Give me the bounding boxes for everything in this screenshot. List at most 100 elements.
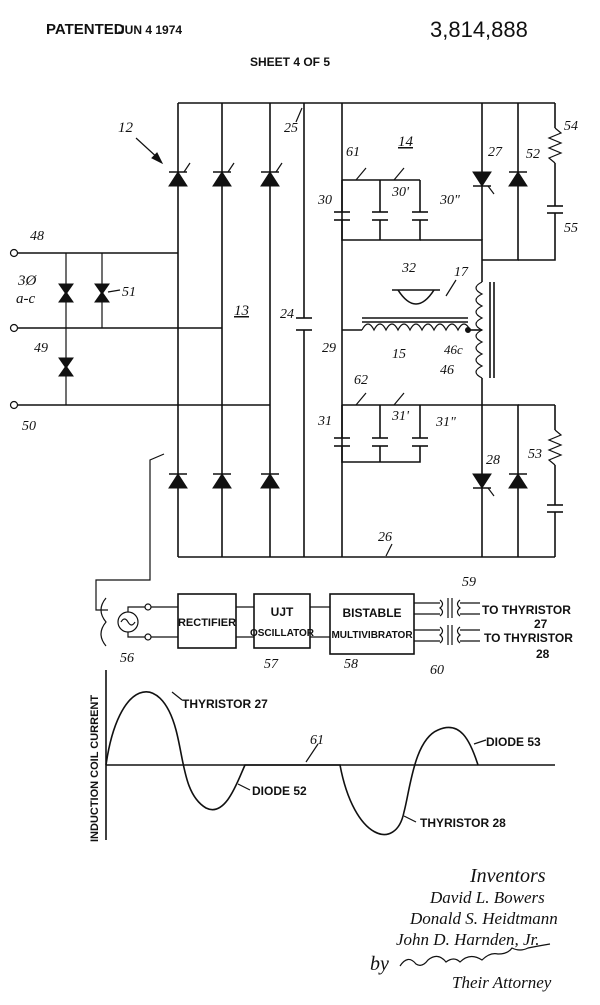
patented-stamp: PATENTED: [46, 21, 125, 38]
to-thyristor-28-number: 28: [536, 647, 550, 661]
coil-current-trace: [105, 691, 479, 836]
bridge-thyristor-upper-3: [260, 162, 283, 187]
induction-coil-15: [342, 317, 482, 332]
ref-51-leader: [107, 289, 121, 293]
by-label: by: [370, 953, 389, 975]
ref-55: 55: [564, 221, 578, 236]
ref-30-prime: 30': [391, 185, 410, 200]
diode-52: [508, 171, 528, 187]
capacitor-bank-upper: [334, 167, 483, 260]
label-diode-53-leader: [473, 739, 487, 745]
ref-31: 31: [317, 414, 332, 429]
bridge-thyristor-upper-2: [212, 162, 235, 187]
thyristor-28: [472, 473, 495, 497]
ref-60: 60: [430, 663, 444, 678]
pulse-transformer-60: [414, 625, 480, 645]
ujt-label: UJT: [271, 605, 294, 619]
multivibrator-label: MULTIVIBRATOR: [331, 630, 413, 641]
terminal-48: [9, 248, 19, 258]
bridge-diode-lower-3: [260, 473, 280, 489]
ref-13: 13: [234, 303, 249, 319]
surge-suppressor-right: [94, 283, 110, 303]
terminal-49: [9, 323, 19, 333]
label-diode-53: DIODE 53: [486, 735, 541, 749]
ref-17: 17: [454, 265, 469, 280]
surge-suppressor-left-top: [58, 283, 74, 303]
thyristor-27: [472, 171, 495, 195]
ref-30-double-prime: 30": [439, 193, 460, 208]
sheet-number: SHEET 4 OF 5: [250, 55, 330, 69]
to-thyristor-27-label: TO THYRISTOR: [482, 603, 571, 617]
ref-29: 29: [322, 341, 336, 356]
to-thyristor-28-label: TO THYRISTOR: [484, 631, 573, 645]
ref-57: 57: [264, 657, 279, 672]
inventor-name-3: John D. Harnden, Jr.: [396, 930, 540, 949]
ujt-to-bistable-wires: [310, 606, 330, 638]
ref-62: 62: [354, 373, 368, 388]
pulse-transformer-59: [414, 598, 480, 618]
ref-48: 48: [30, 229, 44, 244]
label-61-leader: [305, 743, 319, 763]
ref-27: 27: [488, 145, 503, 160]
coil-tap-dot: [465, 327, 471, 333]
ref-53: 53: [528, 447, 542, 462]
ref-12-arrowhead: [151, 152, 164, 165]
ref-51: 51: [122, 285, 136, 300]
bridge-diode-lower-2: [212, 473, 232, 489]
ref-26-leader: [385, 543, 393, 557]
bistable-multivibrator-block: [329, 593, 415, 655]
ref-17-leader: [445, 279, 457, 297]
ref-25-leader: [295, 107, 303, 123]
capacitor-bank-lower: [334, 392, 482, 463]
label-diode-52-leader: [237, 783, 251, 791]
label-thyristor-28-leader: [403, 815, 417, 823]
ref-14: 14: [398, 134, 414, 150]
ref-32: 32: [401, 261, 416, 276]
oscillator-label: OSCILLATOR: [250, 628, 315, 639]
control-input-terminal-2: [144, 633, 152, 641]
patent-number: 3,814,888: [430, 17, 528, 42]
control-brace: [100, 597, 107, 647]
attorney-signature: [399, 943, 551, 967]
ref-50: 50: [22, 419, 36, 434]
diode-53: [508, 473, 528, 489]
ref-28: 28: [486, 453, 500, 468]
ref-31-double-prime: 31": [435, 415, 456, 430]
inventors-heading: Inventors: [469, 865, 546, 887]
rectifier-block: [177, 593, 237, 649]
patent-date: JUN 4 1974: [118, 23, 182, 37]
surge-suppressor-left-bottom: [58, 357, 74, 377]
terminal-50: [9, 400, 19, 410]
label-61: 61: [310, 733, 324, 748]
ref-54: 54: [564, 119, 578, 134]
rectifier-label: RECTIFIER: [178, 617, 236, 629]
control-input-terminal-1: [144, 603, 152, 611]
ref-24: 24: [280, 307, 294, 322]
ref-56: 56: [120, 651, 134, 666]
ref-25: 25: [284, 121, 298, 136]
control-bracket-lead: [95, 453, 165, 611]
ref-46: 46: [440, 363, 454, 378]
label-diode-52: DIODE 52: [252, 784, 307, 798]
ac-sine-glyph: [120, 618, 136, 626]
label-thyristor-27: THYRISTOR 27: [182, 697, 268, 711]
bridge-thyristor-upper-1: [168, 162, 191, 187]
rectifier-to-ujt-wires: [236, 606, 254, 638]
inventor-name-1: David L. Bowers: [429, 888, 545, 907]
ujt-oscillator-block: [253, 593, 311, 649]
control-input-wires: [127, 606, 178, 638]
ref-58: 58: [344, 657, 358, 672]
ref-26: 26: [378, 530, 392, 545]
supply-phase-label: 3Ø: [17, 273, 38, 289]
label-thyristor-28: THYRISTOR 28: [420, 816, 506, 830]
supply-type-label: a-c: [16, 291, 35, 307]
ref-61-switch: 61: [346, 145, 360, 160]
attorney-label: Their Attorney: [452, 973, 552, 992]
to-thyristor-27-number: 27: [534, 617, 548, 631]
ref-30: 30: [317, 193, 332, 208]
ref-59: 59: [462, 575, 476, 590]
ref-52: 52: [526, 147, 540, 162]
workpiece-32: [392, 289, 440, 305]
inventor-name-2: Donald S. Heidtmann: [409, 909, 558, 928]
